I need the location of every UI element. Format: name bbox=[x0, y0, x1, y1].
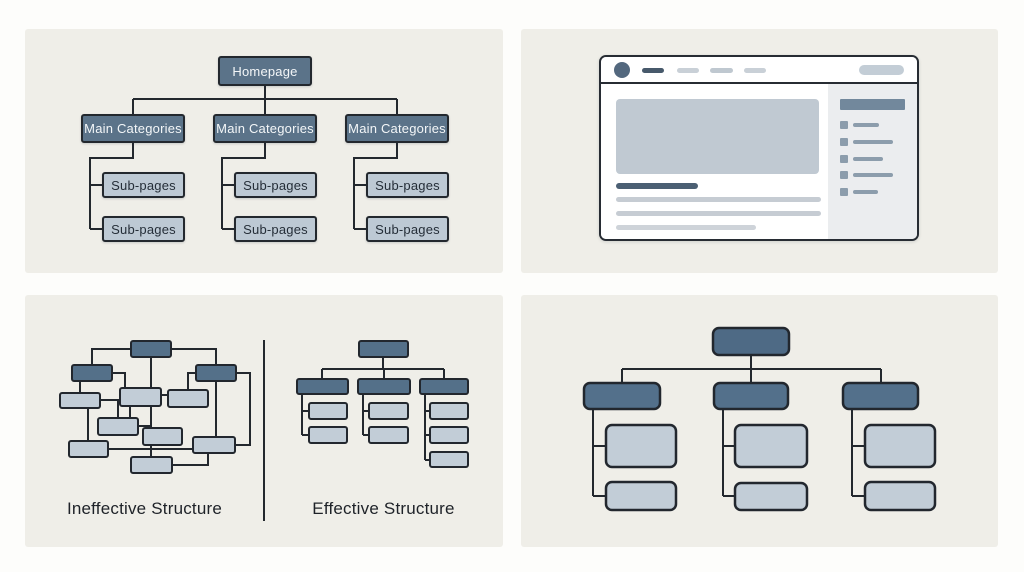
sidebar-item-icon bbox=[840, 155, 848, 163]
tree-nodes bbox=[582, 326, 937, 512]
sidebar-item-icon bbox=[840, 121, 848, 129]
browser-topbar bbox=[601, 57, 917, 84]
sidebar-item-icon bbox=[840, 171, 848, 179]
panel-clean-tree bbox=[521, 295, 998, 547]
sitemap-category-node: Main Categories bbox=[345, 114, 449, 143]
tree-branch-node bbox=[712, 381, 790, 411]
tree-leaf-node bbox=[429, 426, 469, 444]
chaos-node-light bbox=[142, 427, 183, 446]
chaos-node-light bbox=[130, 456, 173, 474]
effective-nodes bbox=[296, 340, 469, 468]
sidebar-item-icon bbox=[840, 188, 848, 196]
text-line-placeholder bbox=[616, 225, 756, 230]
search-pill bbox=[859, 65, 904, 75]
sidebar-panel bbox=[828, 84, 917, 239]
main-content-column bbox=[601, 84, 828, 239]
chaos-node-dark bbox=[71, 364, 113, 382]
sitemap-root-node: Homepage bbox=[218, 56, 312, 86]
tree-leaf-node bbox=[604, 423, 678, 469]
sidebar-item-icon bbox=[840, 138, 848, 146]
tree-branch-node bbox=[419, 378, 469, 395]
sidebar-item-line bbox=[853, 190, 878, 194]
sidebar-item-line bbox=[853, 140, 893, 144]
chaos-node-light bbox=[68, 440, 109, 458]
sitemap-subpage-node: Sub-pages bbox=[366, 172, 449, 198]
sitemap-subpage-node: Sub-pages bbox=[102, 216, 185, 242]
tree-branch-node bbox=[357, 378, 411, 395]
tree-leaf-node bbox=[733, 423, 809, 469]
ineffective-structure-label: Ineffective Structure bbox=[66, 499, 223, 518]
panel-sitemap-hierarchy: Homepage Main Categories Main Categories… bbox=[25, 29, 503, 273]
sitemap-subpage-node: Sub-pages bbox=[234, 172, 317, 198]
text-line-placeholder bbox=[616, 211, 821, 216]
comparison-diagram bbox=[59, 340, 469, 521]
nav-pill bbox=[677, 68, 699, 73]
tree-leaf-node bbox=[429, 451, 469, 468]
tree-branch-node bbox=[296, 378, 349, 395]
tree-root-node bbox=[711, 326, 791, 357]
tree-branch-node bbox=[582, 381, 662, 411]
tree-leaf-node bbox=[429, 402, 469, 420]
panel-browser-wireframe bbox=[521, 29, 998, 273]
tree-leaf-node bbox=[863, 480, 937, 512]
nav-pill bbox=[744, 68, 766, 73]
connector-lines bbox=[89, 86, 398, 230]
tree-diagram bbox=[582, 326, 937, 512]
logo-circle-icon bbox=[614, 62, 630, 78]
effective-connector-lines bbox=[301, 357, 445, 461]
tree-branch-node bbox=[841, 381, 920, 411]
browser-content bbox=[601, 84, 917, 239]
sidebar-header-placeholder bbox=[840, 99, 905, 110]
sitemap-connector-lines bbox=[89, 86, 398, 230]
chaos-node-light bbox=[119, 387, 162, 407]
chaos-node-light bbox=[192, 436, 236, 454]
chaos-node-dark bbox=[130, 340, 172, 358]
panel-structure-comparison: Ineffective Structure Effective Structur… bbox=[25, 295, 503, 547]
tree-connector-lines bbox=[592, 355, 882, 497]
sitemap-category-node: Main Categories bbox=[213, 114, 317, 143]
sidebar-item-line bbox=[853, 173, 893, 177]
chaos-node-light bbox=[167, 389, 209, 408]
tree-leaf-node bbox=[863, 423, 937, 469]
tree-leaf-node bbox=[308, 426, 348, 444]
heading-placeholder bbox=[616, 183, 698, 189]
nav-pill bbox=[710, 68, 733, 73]
nav-pill-active bbox=[642, 68, 664, 73]
browser-window bbox=[599, 55, 919, 241]
tree-leaf-node bbox=[308, 402, 348, 420]
chaos-node-light bbox=[97, 417, 139, 436]
hero-image-placeholder bbox=[616, 99, 819, 174]
tree-leaf-node bbox=[604, 480, 678, 512]
sidebar-item-line bbox=[853, 123, 879, 127]
text-line-placeholder bbox=[616, 197, 821, 202]
tree-leaf-node bbox=[733, 481, 809, 512]
tree-root-node bbox=[358, 340, 409, 358]
sidebar-item-line bbox=[853, 157, 883, 161]
chaos-node-light bbox=[59, 392, 101, 409]
sitemap-subpage-node: Sub-pages bbox=[234, 216, 317, 242]
sitemap-subpage-node: Sub-pages bbox=[102, 172, 185, 198]
tree-leaf-node bbox=[368, 402, 409, 420]
effective-structure-label: Effective Structure bbox=[312, 499, 455, 518]
sitemap-subpage-node: Sub-pages bbox=[366, 216, 449, 242]
tree-leaf-node bbox=[368, 426, 409, 444]
ineffective-nodes bbox=[59, 340, 237, 474]
sitemap-category-node: Main Categories bbox=[81, 114, 185, 143]
chaos-node-dark bbox=[195, 364, 237, 382]
